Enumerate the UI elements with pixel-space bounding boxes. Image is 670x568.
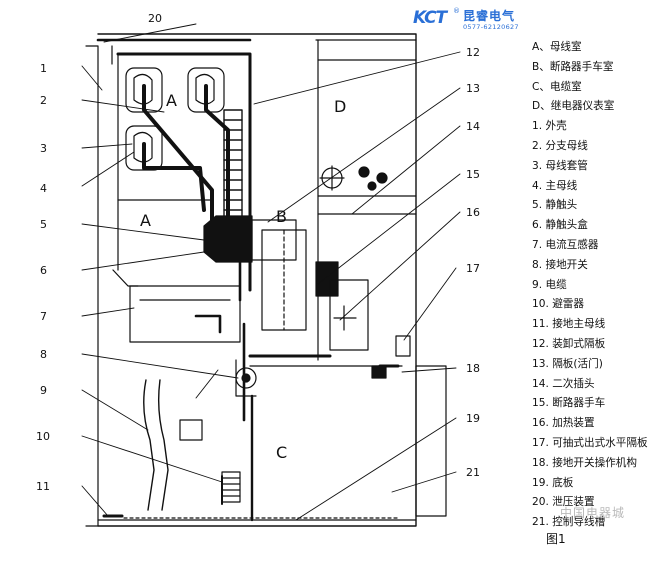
callout-9: 9: [40, 384, 47, 397]
callout-19: 19: [466, 412, 480, 425]
compartment-label-a-lower: A: [140, 211, 151, 230]
legend-item: 4. 主母线: [532, 179, 578, 192]
legend-item: 13. 隔板(活门): [532, 357, 603, 370]
cabinet-outline: [85, 45, 99, 527]
legend-item: A、母线室: [532, 41, 582, 53]
legend-item: B、断路器手车室: [532, 60, 614, 73]
legend-item: D、继电器仪表室: [532, 100, 615, 113]
compartment-label-d: D: [334, 97, 346, 116]
callout-12: 12: [466, 46, 480, 59]
legend-item: 21. 控制导线槽: [532, 516, 606, 529]
legend-item: 18. 接地开关操作机构: [532, 456, 637, 469]
callout-18: 18: [466, 362, 480, 375]
callout-16: 16: [466, 206, 480, 219]
callout-6: 6: [40, 264, 47, 277]
legend-item: 2. 分支母线: [532, 139, 588, 152]
legend-item: 11. 接地主母线: [532, 318, 606, 331]
callout-20: 20: [148, 12, 162, 25]
callout-4: 4: [40, 182, 47, 195]
legend-item: 5. 静触头: [532, 199, 578, 212]
component-legend: A、母线室 B、断路器手车室 C、电缆室 D、继电器仪表室 1. 外壳 2. 分…: [532, 38, 668, 533]
legend-item: 14. 二次插头: [532, 377, 595, 390]
callout-15: 15: [466, 168, 480, 181]
callout-7: 7: [40, 310, 47, 323]
legend-item: 6. 静触头盒: [532, 219, 588, 232]
legend-item: 17. 可抽式出式水平隔板: [532, 436, 648, 449]
callout-17: 17: [466, 262, 480, 275]
legend-item: 20. 泄压装置: [532, 496, 595, 509]
company-logo: KCT ® 昆睿电气 0577-62120627: [413, 6, 563, 36]
legend-item: 12. 装卸式隔板: [532, 337, 606, 350]
company-name: 昆睿电气: [463, 9, 516, 23]
legend-item: 19. 底板: [532, 476, 574, 489]
callout-5: 5: [40, 218, 47, 231]
figure-caption: 图1: [546, 532, 566, 546]
compartment-label-a-upper: A: [166, 91, 177, 110]
callout-3: 3: [40, 142, 47, 155]
callout-11: 11: [36, 480, 50, 493]
legend-item: 16. 加热装置: [532, 417, 595, 430]
logo-mark: KCT: [413, 8, 447, 28]
legend-item: 8. 接地开关: [532, 258, 588, 271]
callout-1: 1: [40, 62, 47, 75]
legend-item: 1. 外壳: [532, 120, 567, 133]
company-phone: 0577-62120627: [463, 23, 519, 31]
static-contact-box: [203, 215, 253, 263]
callout-10: 10: [36, 430, 50, 443]
legend-item: C、电缆室: [532, 80, 582, 93]
callout-13: 13: [466, 82, 480, 95]
callout-14: 14: [466, 120, 480, 133]
legend-item: 3. 母线套管: [532, 159, 588, 172]
legend-item: 7. 电流互感器: [532, 238, 599, 251]
legend-item: 9. 电缆: [532, 278, 567, 291]
legend-item: 15. 断路器手车: [532, 397, 606, 410]
callout-8: 8: [40, 348, 47, 361]
registered-mark: ®: [453, 7, 460, 15]
compartment-label-b: B: [276, 207, 287, 226]
watermark: 中国电器城: [560, 506, 626, 520]
callout-2: 2: [40, 94, 47, 107]
legend-item: 10. 避雷器: [532, 298, 584, 311]
callout-21: 21: [466, 466, 480, 479]
compartment-label-c: C: [276, 443, 287, 462]
